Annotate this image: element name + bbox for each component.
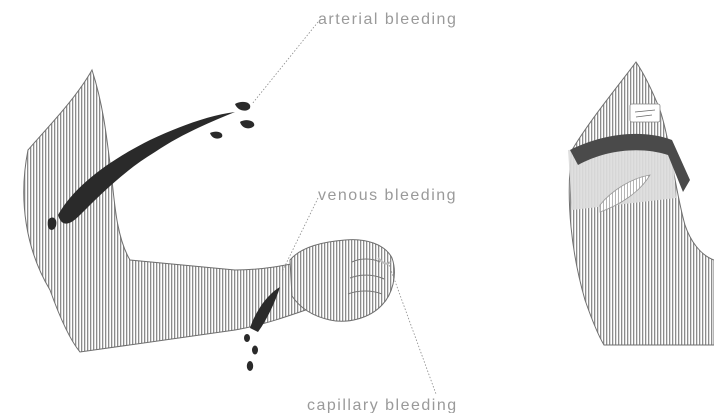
capillary-bleeding-label: capillary bleeding	[307, 397, 458, 413]
left-arm-illustration	[24, 70, 395, 371]
arterial-bleeding-label: arterial bleeding	[318, 11, 457, 28]
tourniquet-tag	[630, 104, 660, 122]
arterial-leader-line	[252, 22, 318, 104]
venous-bleeding-label: venous bleeding	[318, 187, 457, 204]
fist	[290, 240, 394, 322]
right-arm-illustration	[568, 62, 714, 345]
capillary-leader-line	[388, 262, 436, 394]
